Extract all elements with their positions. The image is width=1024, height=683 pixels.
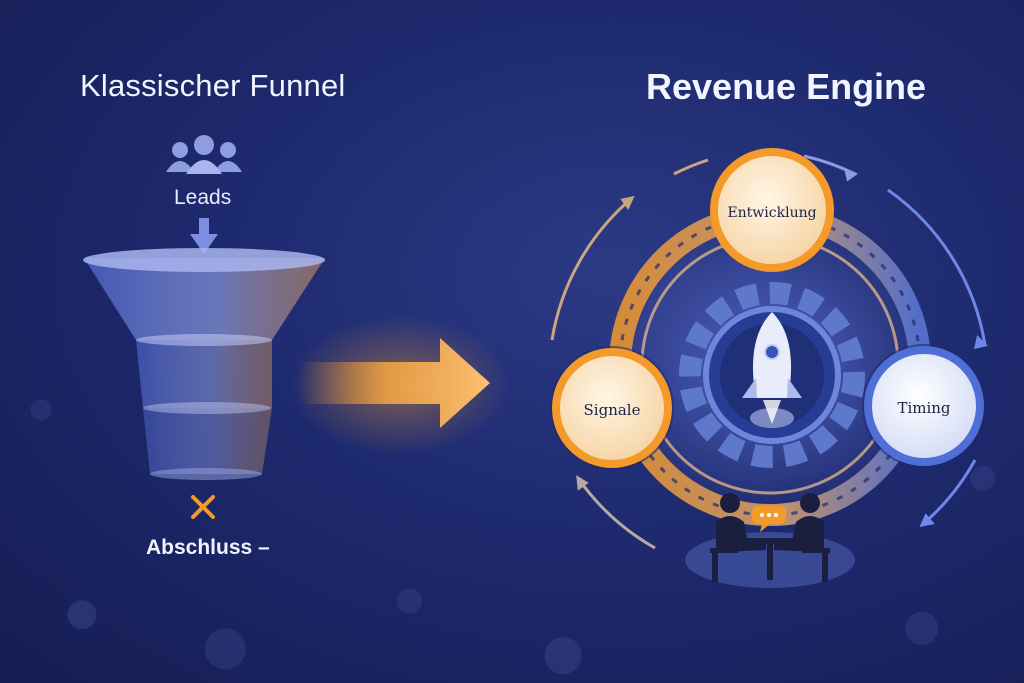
node-circle-signale [550, 346, 674, 470]
funnel-title: Klassischer Funnel [80, 68, 346, 103]
node-circle-entwicklung [710, 148, 834, 272]
chat-bubble-icon [752, 506, 786, 532]
node-timing-label: Timing [897, 399, 951, 417]
closing-label: Abschluss – [146, 536, 270, 559]
transition-arrow [290, 315, 510, 455]
arrow-down-icon [190, 218, 218, 254]
rocket-icon [742, 312, 802, 428]
people-group-icon [166, 135, 242, 174]
node-circle-timing [862, 344, 986, 468]
node-signale-label: Signale [583, 401, 641, 419]
funnel-shape [83, 248, 325, 480]
meeting-people-icon [685, 493, 855, 588]
leads-label: Leads [174, 186, 232, 209]
cross-icon [191, 495, 215, 519]
engine-title: Revenue Engine [646, 66, 927, 107]
cycle-arrows [550, 154, 988, 550]
node-entwicklung-label: Entwicklung [727, 205, 817, 221]
